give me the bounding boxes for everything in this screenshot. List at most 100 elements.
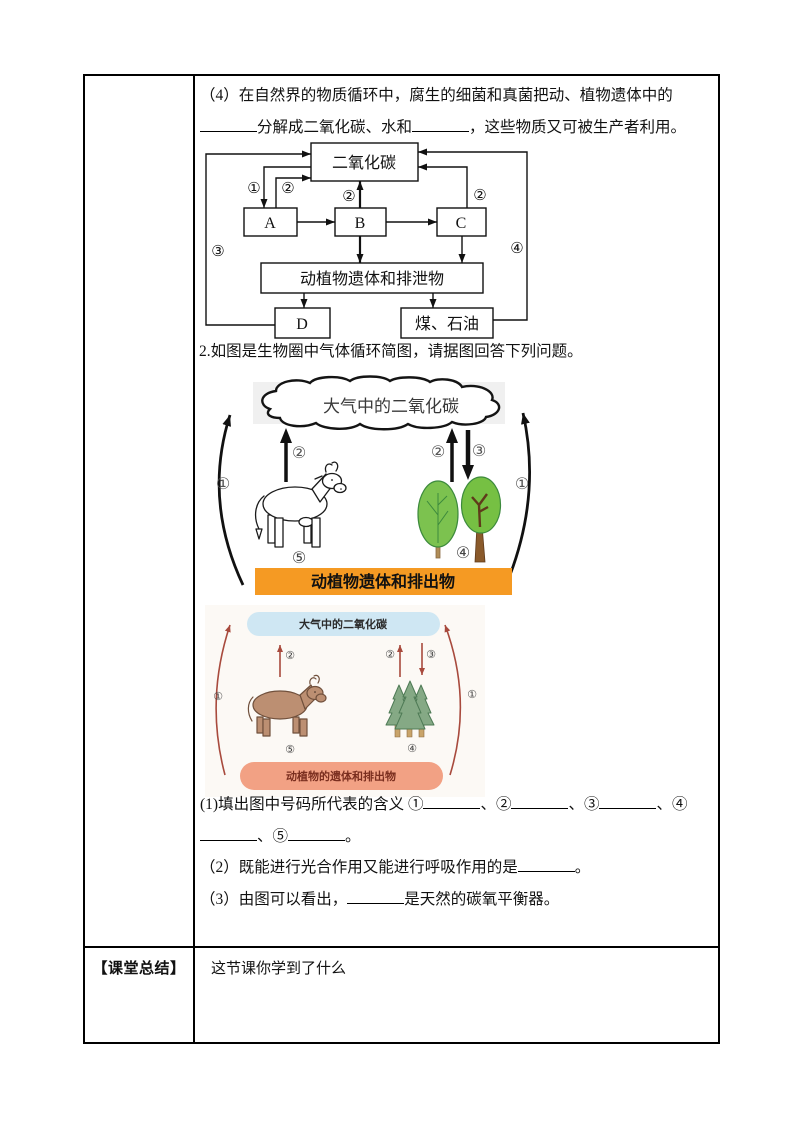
summary-content-cell: 这节课你学到了什么	[195, 948, 718, 1042]
cow-illustration	[254, 461, 347, 548]
mini-cow-eye	[314, 691, 316, 693]
question-1-sep1: 、②	[480, 796, 512, 813]
cow-udder	[298, 516, 314, 528]
question-1-line2: 、⑤。	[200, 821, 688, 853]
gas-cycle-diagram: 大气中的二氧化碳	[216, 375, 531, 595]
mini-cow-leg	[256, 716, 264, 734]
cow-tail-tuft	[255, 528, 263, 540]
mini-cow-leg	[299, 718, 308, 737]
cycle-straight-arrows	[280, 428, 474, 482]
fill-blank	[412, 117, 470, 132]
co2-box	[310, 142, 419, 182]
pine-tree	[394, 680, 426, 730]
cow-horns	[324, 461, 339, 473]
fill-blank	[423, 794, 481, 809]
cow-nostril	[340, 488, 342, 490]
cycle-num-4: ④	[456, 543, 470, 562]
arrow-tree-up-head	[446, 428, 458, 443]
fill-blank	[200, 826, 257, 841]
box-b-label: B	[355, 215, 366, 232]
fill-blank	[517, 857, 575, 872]
mini-curve-left	[215, 624, 231, 776]
question-1-sep2: 、③	[568, 796, 600, 813]
box-d-label: D	[296, 316, 308, 333]
paragraph-4-text2: 分解成二氧化碳、水和	[257, 119, 413, 136]
cow-eye	[331, 479, 333, 481]
box-c	[436, 207, 487, 237]
question-1-sep3: 、④	[656, 796, 688, 813]
paragraph-4-text1: （4）在自然界的物质循环中，腐生的细菌和真菌把动、植物遗体中的	[200, 87, 673, 104]
remains-box	[260, 262, 484, 294]
worksheet-table: （4）在自然界的物质循环中，腐生的细菌和真菌把动、植物遗体中的 分解成二氧化碳、…	[83, 74, 720, 1044]
mini-sky-label: 大气中的二氧化碳	[299, 617, 388, 631]
box-c-label: C	[456, 215, 467, 232]
coal-box	[400, 307, 494, 339]
remains-banner	[255, 568, 512, 595]
flow-num-4: ④	[510, 241, 523, 257]
co2-label: 二氧化碳	[332, 154, 396, 172]
cow-tail	[254, 495, 265, 530]
curve-arrow-right	[508, 412, 531, 576]
cloud-shape	[261, 375, 501, 431]
box-b	[334, 207, 387, 237]
mini-remains-banner-label: 动植物的遗体和排出物	[286, 769, 396, 783]
question-1-lead: (1)填出图中号码所代表的含义 ①	[200, 796, 424, 813]
cycle-num-1-left: ①	[216, 474, 230, 493]
question-1-end: 。	[345, 827, 361, 845]
summary-label: 【课堂总结】	[92, 961, 186, 977]
cow-leg	[267, 514, 276, 544]
question-3: （3）由图可以看出，是天然的碳氧平衡器。	[200, 884, 688, 916]
cycle-num-2-cow: ②	[292, 443, 306, 462]
mini-cow-leg	[262, 718, 271, 737]
tree2-canopy	[460, 476, 502, 534]
question-2: （2）既能进行光合作用又能进行呼吸作用的是 。	[200, 852, 688, 884]
paragraph-4-line1: （4）在自然界的物质循环中，腐生的细菌和真菌把动、植物遗体中的	[200, 80, 686, 112]
mini-cow-illustration	[247, 674, 327, 737]
paragraph-4: （4）在自然界的物质循环中，腐生的细菌和真菌把动、植物遗体中的 分解成二氧化碳、…	[200, 80, 686, 144]
cow-ear	[314, 475, 323, 480]
fill-blank	[599, 794, 657, 809]
cow-leg	[311, 517, 321, 548]
curve-arrow-left	[217, 414, 245, 586]
mini-num-1-right: ①	[467, 688, 477, 701]
carbon-flow-diagram: 二氧化碳 A B C 动植物遗体和排泄物 D 煤、石油 ① ② ② ② ③ ④	[205, 142, 528, 339]
paragraph-4-line2: 分解成二氧化碳、水和，这些物质又可被生产者利用。	[200, 112, 686, 144]
cycle-num-2-tree: ②	[431, 442, 445, 461]
loop-right-line	[418, 148, 528, 321]
cycle-num-1-right: ①	[515, 474, 529, 493]
cow-body	[262, 486, 328, 522]
box-a	[243, 207, 298, 237]
coal-label: 煤、石油	[415, 315, 479, 333]
summary-label-cell: 【课堂总结】	[85, 948, 195, 1042]
question-2-lead: （2）既能进行光合作用又能进行呼吸作用的是	[200, 859, 518, 876]
section-2-heading-text: 2.如图是生物圈中气体循环简图，请据图回答下列问题。	[199, 343, 583, 360]
fill-blank	[347, 889, 405, 904]
section-2-heading: 2.如图是生物圈中气体循环简图，请据图回答下列问题。	[199, 336, 583, 368]
mini-sky-banner	[247, 612, 440, 636]
arrow-tree-down-head	[462, 465, 474, 480]
tree-illustrations	[417, 476, 502, 563]
mini-curve-right	[444, 624, 462, 776]
cow-leg	[274, 517, 284, 548]
question-2-end: 。	[574, 859, 591, 876]
mini-pine-illustration	[385, 680, 435, 738]
mini-cow-leg	[292, 716, 300, 734]
left-margin-cell	[85, 76, 195, 948]
mini-num-2-cow: ②	[285, 649, 295, 662]
summary-content: 这节课你学到了什么	[211, 961, 347, 977]
arrow-co2-to-a	[260, 166, 311, 208]
flow-num-3: ③	[211, 244, 224, 260]
question-3-end: 是天然的碳氧平衡器。	[404, 890, 560, 908]
mini-num-1-left: ①	[213, 690, 223, 703]
mini-num-2-tree: ②	[385, 648, 395, 661]
flow-num-2: ②	[281, 181, 294, 197]
remains-banner-label: 动植物遗体和排出物	[311, 572, 455, 591]
tree1-veins	[426, 493, 449, 543]
mini-num-4: ④	[407, 742, 417, 755]
arrow-c-to-co2	[418, 163, 468, 208]
arrow-a-to-co2	[275, 174, 311, 208]
cloud-label: 大气中的二氧化碳	[323, 397, 459, 416]
fill-blank	[288, 826, 346, 841]
questions-block: (1)填出图中号码所代表的含义 ① 、② 、③ 、④ 、⑤。 （2）既能进行光合作用又…	[200, 789, 688, 915]
